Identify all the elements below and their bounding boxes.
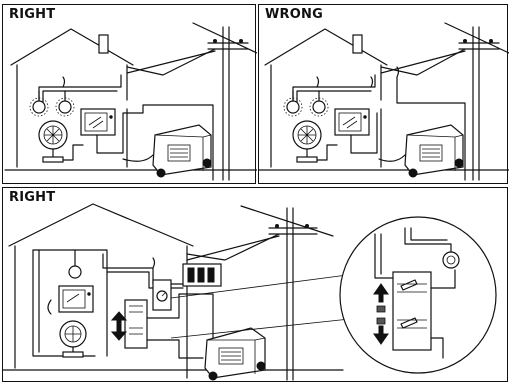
- magnifier-icon: [339, 216, 497, 374]
- fan-icon: [38, 120, 84, 163]
- arrow-up-icon: [110, 311, 128, 327]
- television-icon: [80, 108, 116, 136]
- light-bulb-icon: [55, 90, 75, 117]
- light-bulb-icon: [29, 90, 49, 117]
- light-bulb-icon: [283, 90, 303, 117]
- generator-icon: [404, 124, 464, 178]
- panel-wrong-top: WRONG: [258, 4, 509, 184]
- house-icon: [259, 28, 509, 171]
- utility-pole-icon: [444, 22, 509, 181]
- panel-illustration: [259, 22, 509, 181]
- house-icon: [4, 28, 257, 171]
- panel-right-top: RIGHT: [2, 4, 257, 184]
- fan-icon: [59, 320, 87, 358]
- generator-icon: [152, 124, 212, 178]
- light-bulb-icon: [309, 90, 329, 117]
- panel-title: WRONG: [265, 7, 323, 22]
- panel-title: RIGHT: [9, 190, 56, 205]
- panel-illustration: [4, 22, 257, 181]
- panel-title: RIGHT: [9, 7, 56, 22]
- utility-pole-icon: [192, 22, 257, 181]
- panel-illustration: [3, 203, 497, 381]
- house-icon: [3, 203, 344, 379]
- generator-icon: [204, 327, 266, 381]
- transfer-switch-icon: [124, 279, 172, 349]
- fan-icon: [292, 120, 338, 163]
- utility-pole-icon: [240, 205, 334, 381]
- breaker-panel-icon: [182, 263, 222, 287]
- panel-right-bottom: RIGHT: [2, 187, 508, 382]
- television-icon: [58, 285, 94, 313]
- light-bulb-icon: [68, 249, 82, 279]
- television-icon: [334, 108, 370, 136]
- arrow-down-icon: [110, 325, 128, 341]
